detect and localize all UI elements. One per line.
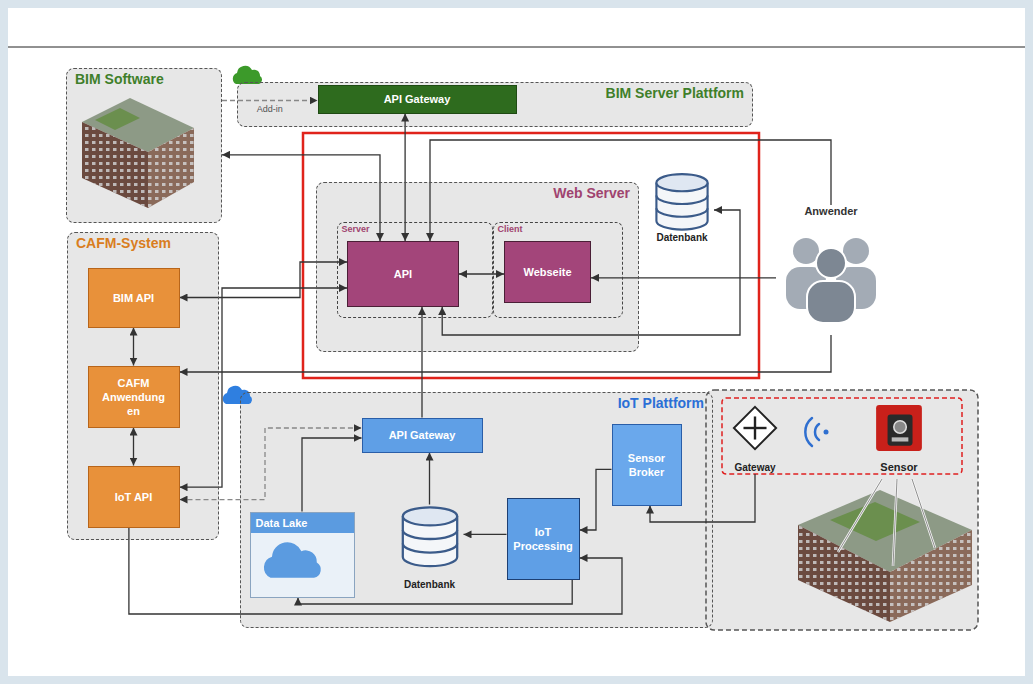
connector — [591, 277, 776, 278]
icon-label: Datenbank — [404, 578, 455, 591]
icon-label: Anwender — [804, 205, 857, 218]
connector — [580, 469, 612, 530]
icon-node: Datenbank — [650, 172, 714, 244]
box-label: BIM API — [113, 291, 154, 305]
icon-label: Datenbank — [656, 231, 707, 244]
sensor-device — [866, 402, 932, 454]
process-box: API — [347, 241, 459, 307]
group-box: BIM Server PlattformAPI Gateway — [237, 82, 753, 127]
process-box: IoT API — [88, 466, 180, 528]
process-box: API Gateway — [318, 85, 517, 114]
connector — [302, 438, 362, 512]
subgroup-title: Client — [494, 223, 622, 235]
dashed-connector — [180, 428, 362, 500]
icon-label: Sensor — [880, 461, 917, 474]
group-title: BIM Server Plattform — [238, 83, 752, 102]
cloud-icon — [223, 386, 252, 404]
building-model — [798, 490, 972, 622]
group-title: CAFM-System — [68, 233, 218, 252]
connector — [421, 307, 422, 418]
subgroup-title: Server — [338, 223, 492, 235]
group-box: IoT PlattformAPI GatewayData LakeDatenba… — [240, 392, 713, 628]
sensor-leaders — [838, 479, 935, 566]
box-label: API Gateway — [384, 92, 451, 106]
building-model — [82, 98, 194, 208]
header-rule — [8, 47, 1025, 48]
database-cylinder — [650, 172, 714, 232]
group-title: IoT Plattform — [241, 393, 712, 412]
connector — [180, 262, 348, 298]
connector — [430, 140, 831, 241]
group-title: BIM Software — [67, 69, 221, 88]
subgroup-box: ClientWebseite — [493, 222, 623, 318]
group-box: BIM Software — [66, 68, 222, 223]
icon-label: Gateway — [734, 461, 775, 474]
box-label: IoT Processing — [512, 525, 574, 553]
sensor-leaders — [838, 479, 935, 566]
group-box: Web ServerServerAPIClientWebseite — [316, 182, 639, 352]
icon-node: Anwender — [776, 205, 886, 335]
box-label: Data Lake — [251, 513, 354, 533]
database-cylinder — [396, 505, 464, 568]
connector — [429, 453, 430, 505]
box-label: Webseite — [523, 265, 571, 279]
process-box: IoT Processing — [507, 498, 580, 580]
process-box: CAFM Anwendung en — [88, 366, 180, 428]
icon-node: Datenbank — [396, 505, 464, 591]
process-box: API Gateway — [362, 418, 483, 453]
box-label: Sensor Broker — [622, 451, 672, 479]
box-label: API — [394, 267, 412, 281]
connector — [180, 288, 348, 487]
process-box: Webseite — [504, 241, 591, 303]
connector — [133, 428, 134, 466]
cloud-icon — [251, 533, 335, 589]
gateway-diamond — [726, 404, 784, 452]
wifi-symbol — [805, 418, 828, 446]
box-label: API Gateway — [389, 428, 456, 442]
process-box: Sensor Broker — [612, 424, 682, 506]
highlight-frame — [303, 133, 759, 378]
box-label: IoT API — [115, 490, 152, 504]
storage-box: Data Lake — [250, 512, 355, 598]
process-box: BIM API — [88, 268, 180, 328]
subgroup-box: ServerAPI — [337, 222, 493, 318]
device-frame — [722, 398, 962, 474]
field-group — [706, 390, 978, 630]
icon-node: Sensor — [866, 402, 932, 474]
group-title: Web Server — [317, 183, 638, 202]
connector — [464, 534, 507, 535]
connector — [459, 273, 504, 274]
icon-node: Gateway — [726, 404, 784, 474]
box-label: CAFM Anwendung en — [102, 376, 166, 418]
people-icon — [776, 223, 886, 323]
connector — [133, 328, 134, 366]
connector — [180, 335, 832, 372]
group-box: CAFM-SystemBIM API CAFM Anwendung en IoT A… — [67, 232, 219, 540]
edge-label: Add-in — [255, 104, 285, 115]
